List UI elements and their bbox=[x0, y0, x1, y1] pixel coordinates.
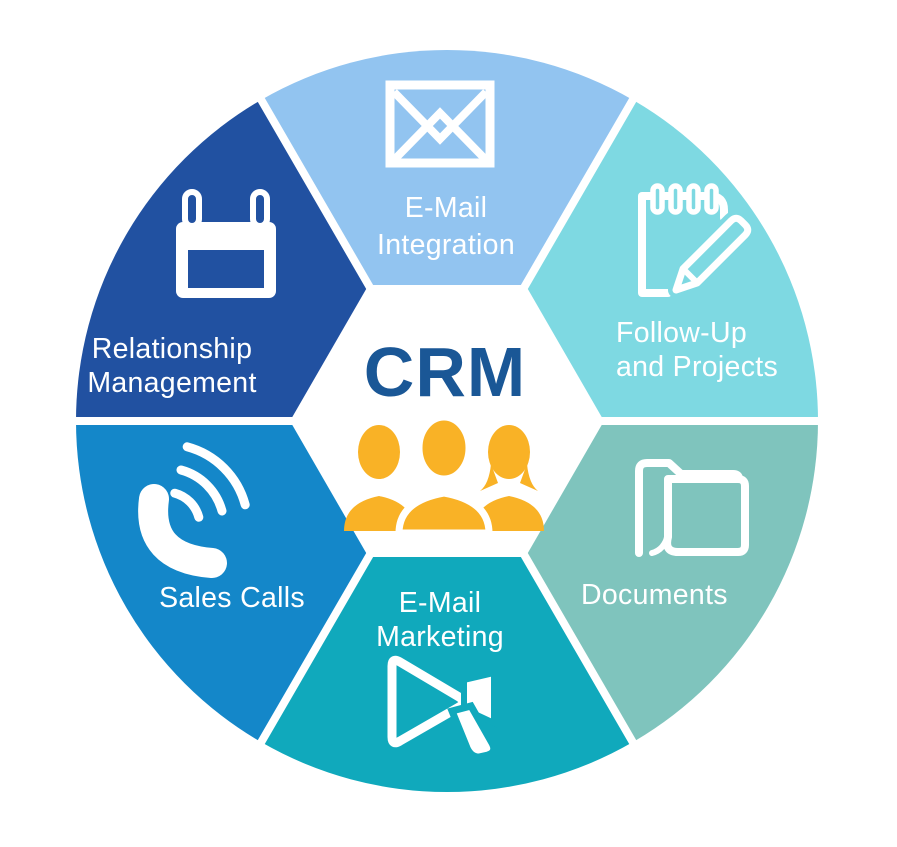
people-group-icon bbox=[344, 413, 544, 537]
segment-label: E-Mail bbox=[399, 587, 482, 619]
segment-label: Marketing bbox=[376, 621, 504, 653]
segment-label: Management bbox=[87, 367, 256, 399]
notepad-pencil-icon bbox=[638, 183, 756, 298]
phone-icon bbox=[138, 442, 250, 578]
segment-follow-up-and-projects bbox=[525, 99, 818, 421]
segment-email-marketing bbox=[261, 557, 633, 793]
segment-label: Sales Calls bbox=[159, 582, 305, 614]
segment-label: Follow-Up bbox=[616, 317, 747, 349]
crm-title: CRM bbox=[364, 333, 526, 411]
folder-icon bbox=[635, 459, 749, 557]
segment-dividers bbox=[72, 93, 822, 749]
segment-label: E-Mail bbox=[405, 192, 488, 224]
segment-label: Relationship bbox=[92, 333, 252, 365]
segment-label: and Projects bbox=[616, 351, 778, 383]
segment-label: Documents bbox=[581, 579, 728, 611]
segment-label: Integration bbox=[377, 229, 515, 261]
envelope-icon bbox=[385, 80, 495, 168]
megaphone-icon bbox=[387, 655, 498, 761]
calendar-icon bbox=[176, 189, 276, 298]
